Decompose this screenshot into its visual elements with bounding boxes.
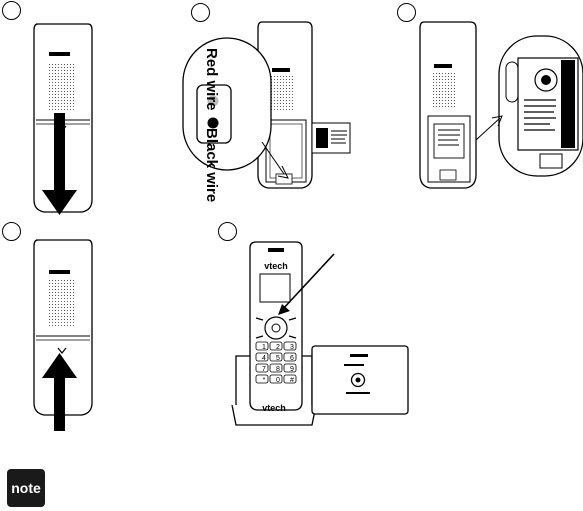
note-label: note [11,480,41,496]
black-wire-label: Black wire [203,128,220,202]
step-1-marker [2,1,21,20]
black-wire-text: Black wire [203,128,220,203]
panel-5-pointer [278,253,335,315]
panel-3-closeup [475,35,583,177]
step-2-marker [191,3,210,22]
key-hash: # [290,377,294,384]
key-7: 7 [262,366,266,373]
key-star: * [263,377,266,384]
handset-brand: vtech [264,261,288,271]
red-wire-label: Red wire [203,48,220,111]
battery-label-strip [561,60,575,148]
panel-2-battery [311,122,351,154]
key-1: 1 [262,344,266,351]
key-3: 3 [290,344,294,351]
speaker-grille [48,62,74,110]
brand-mark [49,52,70,56]
key-2: 2 [276,344,280,351]
key-9: 9 [290,366,294,373]
panel-1-arrow-down [42,113,77,215]
panel-2-wire-callout [182,37,289,179]
red-wire-text: Red wire [203,48,220,111]
panel-3-handset [419,21,477,189]
keypad: 1 2 3 4 5 6 7 8 9 * 0 # [255,341,297,384]
red-wire-dot [207,95,219,107]
base-brand: vtech [262,403,286,413]
panel-4-arrow-up [42,353,77,431]
step-3-marker [397,3,416,22]
key-4: 4 [262,355,266,362]
note-badge: note [7,469,45,507]
key-0: 0 [276,377,280,384]
black-wire-dot [207,117,219,129]
key-8: 8 [276,366,280,373]
step-5-marker [218,222,237,241]
key-6: 6 [290,355,294,362]
panel-2-handset [257,21,313,189]
step-4-marker [2,222,21,241]
key-5: 5 [276,355,280,362]
